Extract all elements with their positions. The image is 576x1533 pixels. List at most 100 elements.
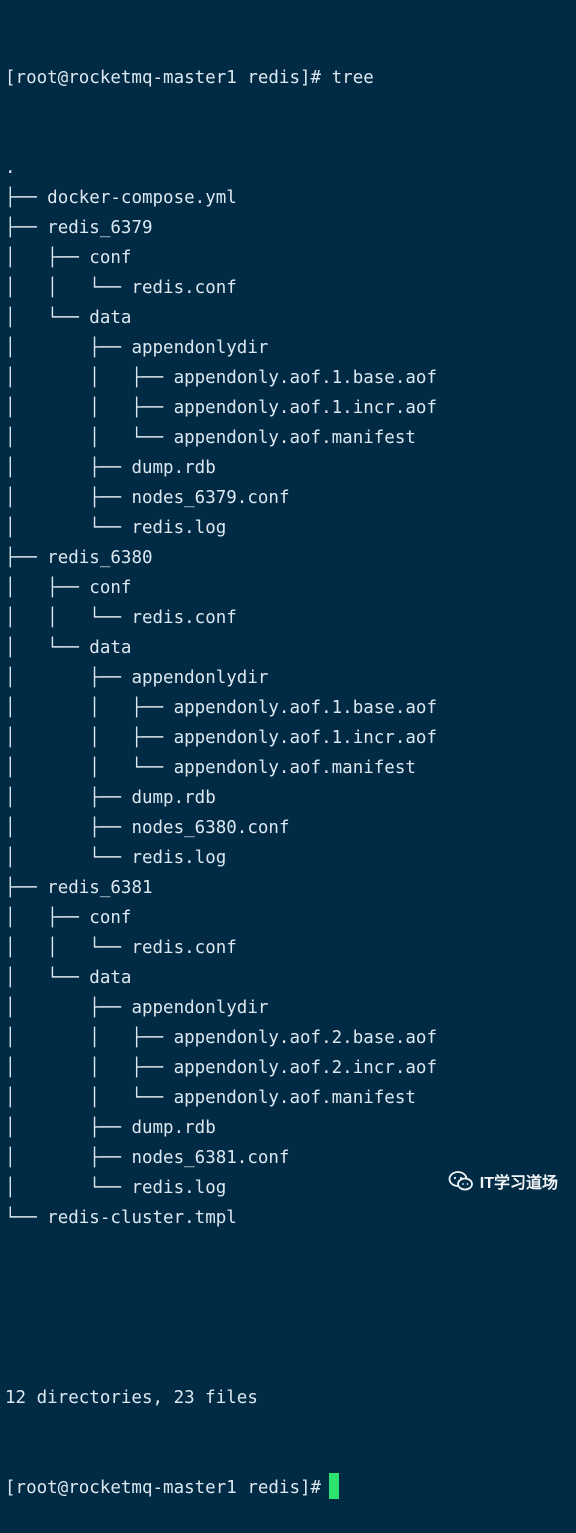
tree-item-name: redis-cluster.tmpl (47, 1208, 237, 1228)
tree-entry: │ ├── nodes_6380.conf (5, 813, 576, 843)
tree-branch: │ ├── (5, 458, 132, 478)
tree-branch: │ │ └── (5, 938, 132, 958)
tree-item-name: appendonly.aof.2.base.aof (173, 1028, 437, 1048)
blank-line (5, 1293, 576, 1323)
tree-item-name: redis.log (131, 518, 227, 538)
tree-item-name: data (89, 968, 132, 988)
tree-entry: │ ├── conf (5, 243, 576, 273)
tree-item-name: redis.conf (131, 938, 237, 958)
tree-entry: │ ├── dump.rdb (5, 783, 576, 813)
tree-entry: ├── docker-compose.yml (5, 183, 576, 213)
tree-branch: │ │ ├── (5, 728, 174, 748)
tree-item-name: docker-compose.yml (47, 188, 237, 208)
tree-item-name: appendonly.aof.manifest (173, 428, 416, 448)
tree-entry: │ │ └── appendonly.aof.manifest (5, 1083, 576, 1113)
shell-prompt: [root@rocketmq-master1 redis]# (5, 1478, 322, 1498)
tree-item-name: dump.rdb (131, 1118, 216, 1138)
tree-item-name: redis.conf (131, 608, 237, 628)
tree-branch: ├── (5, 218, 48, 238)
tree-branch: ├── (5, 188, 48, 208)
wechat-icon (448, 1171, 473, 1191)
tree-item-name: data (89, 308, 132, 328)
tree-entry: │ └── redis.log (5, 513, 576, 543)
tree-item-name: . (5, 158, 16, 178)
tree-entry: │ └── data (5, 303, 576, 333)
typed-command: tree (331, 68, 374, 88)
terminal-output[interactable]: [root@rocketmq-master1 redis]# tree . ├──… (5, 3, 576, 1533)
tree-branch: │ │ ├── (5, 1028, 174, 1048)
tree-item-name: data (89, 638, 132, 658)
tree-entry: │ └── redis.log (5, 1173, 576, 1203)
tree-item-name: redis_6380 (47, 548, 153, 568)
tree-entry: │ └── redis.log (5, 843, 576, 873)
text-cursor (329, 1473, 340, 1499)
tree-entry: │ ├── conf (5, 573, 576, 603)
tree-item-name: appendonly.aof.1.base.aof (173, 368, 437, 388)
tree-branch: │ │ ├── (5, 368, 174, 388)
tree-item-name: appendonly.aof.2.incr.aof (173, 1058, 437, 1078)
tree-item-name: redis_6381 (47, 878, 153, 898)
tree-branch: │ └── (5, 518, 132, 538)
tree-item-name: appendonly.aof.1.incr.aof (173, 398, 437, 418)
tree-branch: └── (5, 1208, 48, 1228)
tree-branch: │ ├── (5, 338, 132, 358)
tree-item-name: conf (89, 578, 132, 598)
tree-branch: │ │ └── (5, 608, 132, 628)
tree-branch: │ └── (5, 1178, 132, 1198)
tree-item-name: appendonly.aof.1.incr.aof (173, 728, 437, 748)
tree-item-name: appendonlydir (131, 338, 269, 358)
tree-branch: ├── (5, 548, 48, 568)
tree-item-name: nodes_6381.conf (131, 1148, 290, 1168)
wechat-watermark: IT学习道场 (448, 1169, 558, 1193)
tree-branch: │ │ └── (5, 758, 174, 778)
tree-branch: │ │ ├── (5, 698, 174, 718)
tree-entry: └── redis-cluster.tmpl (5, 1203, 576, 1233)
tree-item-name: redis.conf (131, 278, 237, 298)
tree-entry: │ │ └── redis.conf (5, 273, 576, 303)
tree-item-name: appendonlydir (131, 668, 269, 688)
tree-item-name: nodes_6380.conf (131, 818, 290, 838)
active-command-line[interactable]: [root@rocketmq-master1 redis]# (5, 1473, 576, 1503)
tree-item-name: redis.log (131, 848, 227, 868)
tree-entry: │ ├── dump.rdb (5, 453, 576, 483)
tree-entry: │ │ ├── appendonly.aof.2.base.aof (5, 1023, 576, 1053)
tree-branch: │ │ └── (5, 428, 174, 448)
tree-branch: │ ├── (5, 668, 132, 688)
tree-branch: │ └── (5, 968, 90, 988)
tree-branch: │ └── (5, 848, 132, 868)
tree-branch: │ ├── (5, 908, 90, 928)
tree-entry: │ │ ├── appendonly.aof.1.base.aof (5, 693, 576, 723)
shell-prompt: [root@rocketmq-master1 redis]# (5, 68, 322, 88)
tree-entry: │ │ ├── appendonly.aof.1.incr.aof (5, 393, 576, 423)
tree-entry: │ ├── appendonlydir (5, 993, 576, 1023)
tree-branch: │ │ ├── (5, 398, 174, 418)
tree-branch: │ ├── (5, 818, 132, 838)
command-line: [root@rocketmq-master1 redis]# tree (5, 63, 576, 93)
tree-entry: │ ├── appendonlydir (5, 663, 576, 693)
tree-item-name: conf (89, 908, 132, 928)
tree-entry: │ │ └── appendonly.aof.manifest (5, 423, 576, 453)
tree-entry: │ │ ├── appendonly.aof.2.incr.aof (5, 1053, 576, 1083)
tree-item-name: dump.rdb (131, 458, 216, 478)
tree-branch: │ ├── (5, 1118, 132, 1138)
tree-entry: │ └── data (5, 963, 576, 993)
tree-branch: │ │ ├── (5, 1058, 174, 1078)
tree-item-name: conf (89, 248, 132, 268)
tree-branch: │ │ └── (5, 1088, 174, 1108)
tree-entry: ├── redis_6379 (5, 213, 576, 243)
tree-entry: │ │ └── redis.conf (5, 603, 576, 633)
tree-item-name: appendonlydir (131, 998, 269, 1018)
tree-item-name: redis.log (131, 1178, 227, 1198)
tree-branch: │ ├── (5, 998, 132, 1018)
tree-entry: │ ├── dump.rdb (5, 1113, 576, 1143)
tree-branch: │ ├── (5, 248, 90, 268)
tree-entry: ├── redis_6380 (5, 543, 576, 573)
tree-entry: │ ├── nodes_6381.conf (5, 1143, 576, 1173)
tree-branch: │ ├── (5, 578, 90, 598)
tree-branch: │ ├── (5, 788, 132, 808)
tree-entry: │ ├── nodes_6379.conf (5, 483, 576, 513)
tree-entry: . (5, 153, 576, 183)
tree-item-name: appendonly.aof.manifest (173, 758, 416, 778)
tree-output: .├── docker-compose.yml├── redis_6379│ ├… (5, 153, 576, 1233)
tree-entry: │ │ └── redis.conf (5, 933, 576, 963)
